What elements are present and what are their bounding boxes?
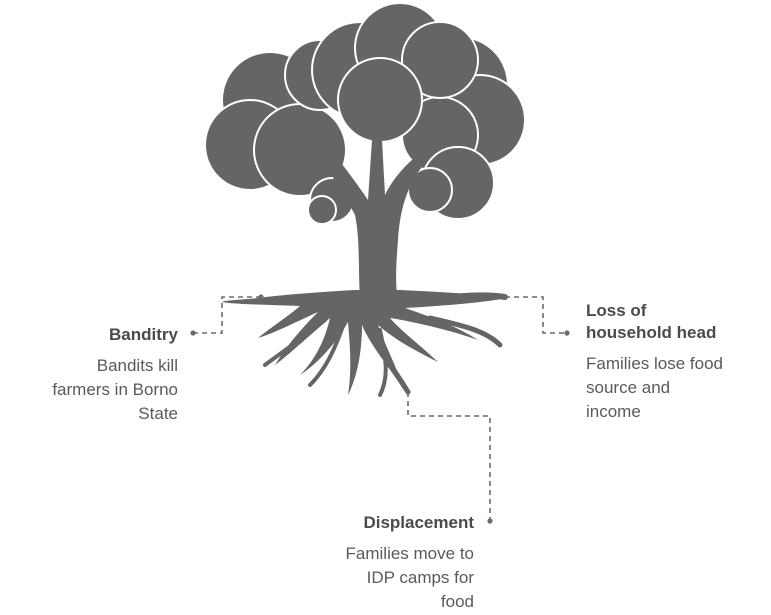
tree-icon — [204, 2, 526, 397]
connector-displacement — [407, 392, 491, 521]
connector-dot — [190, 330, 196, 336]
connector-dot — [502, 294, 508, 300]
connector-dot — [405, 389, 411, 395]
connector-dot — [564, 330, 570, 336]
displacement-title: Displacement — [363, 513, 474, 532]
connector-dot — [258, 294, 264, 300]
connector-loss-of-household-head — [505, 296, 567, 334]
displacement-description: Families move to IDP camps for food — [345, 544, 474, 611]
banditry-title: Banditry — [109, 325, 178, 344]
displacement-label: Displacement Families move to IDP camps … — [294, 512, 474, 614]
loss-of-household-head-label: Loss of household head Families lose foo… — [586, 300, 771, 424]
banditry-description: Bandits kill farmers in Borno State — [52, 356, 178, 423]
connector-banditry — [193, 296, 261, 334]
loss-of-household-head-description: Families lose food source and income — [586, 354, 724, 421]
banditry-label: Banditry Bandits kill farmers in Borno S… — [0, 324, 178, 426]
connector-dot — [487, 518, 493, 524]
loss-of-household-head-title: Loss of household head — [586, 301, 717, 342]
